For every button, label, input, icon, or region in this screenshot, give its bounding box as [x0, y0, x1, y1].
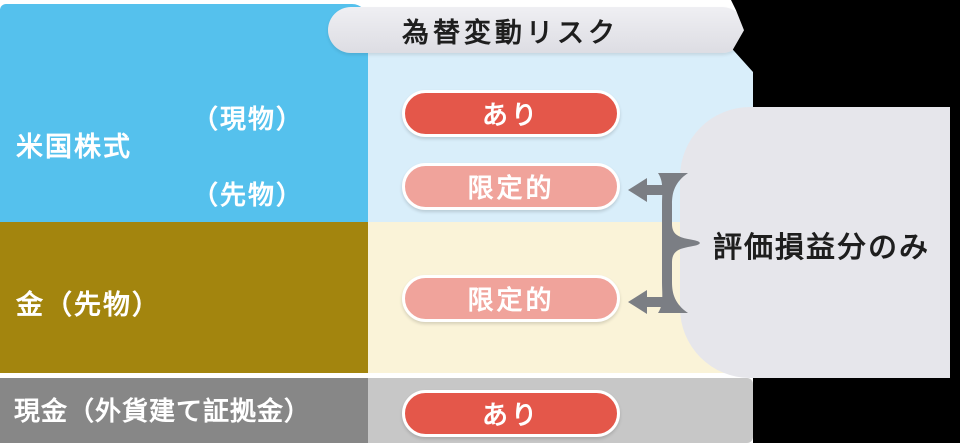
risk-pill-cash: あり [402, 390, 620, 437]
callout-bubble [680, 107, 950, 378]
risk-pill-us-futures: 限定的 [402, 163, 620, 210]
risk-pill-us-spot: あり [402, 90, 620, 137]
risk-pill-gold: 限定的 [402, 275, 620, 322]
brace-icon [628, 173, 700, 314]
left-arrow-icon-bottom [628, 290, 670, 314]
brace-shape [658, 173, 700, 313]
callout-label: 評価損益分のみ [713, 232, 931, 264]
risk-pill-us-futures-label: 限定的 [467, 173, 555, 203]
asset-sublabel-spot: （現物） [192, 104, 305, 134]
asset-label-gold: 金（先物） [16, 290, 161, 320]
asset-block-cash [0, 378, 368, 443]
risk-pill-gold-label: 限定的 [467, 285, 555, 315]
left-arrow-icon-top [628, 178, 670, 202]
header-bubble: 為替変動リスク [328, 7, 745, 53]
risk-pill-us-spot-label: あり [481, 100, 540, 130]
risk-pill-cash-label: あり [481, 400, 540, 430]
asset-label-cash: 現金（外貨建て証拠金） [14, 396, 312, 426]
asset-block-us-stock [0, 4, 368, 222]
asset-label-us-stock: 米国株式 [16, 132, 132, 162]
header-title: 為替変動リスク [402, 17, 619, 48]
asset-sublabel-futures: （先物） [192, 180, 305, 210]
asset-block-gold [0, 222, 368, 373]
